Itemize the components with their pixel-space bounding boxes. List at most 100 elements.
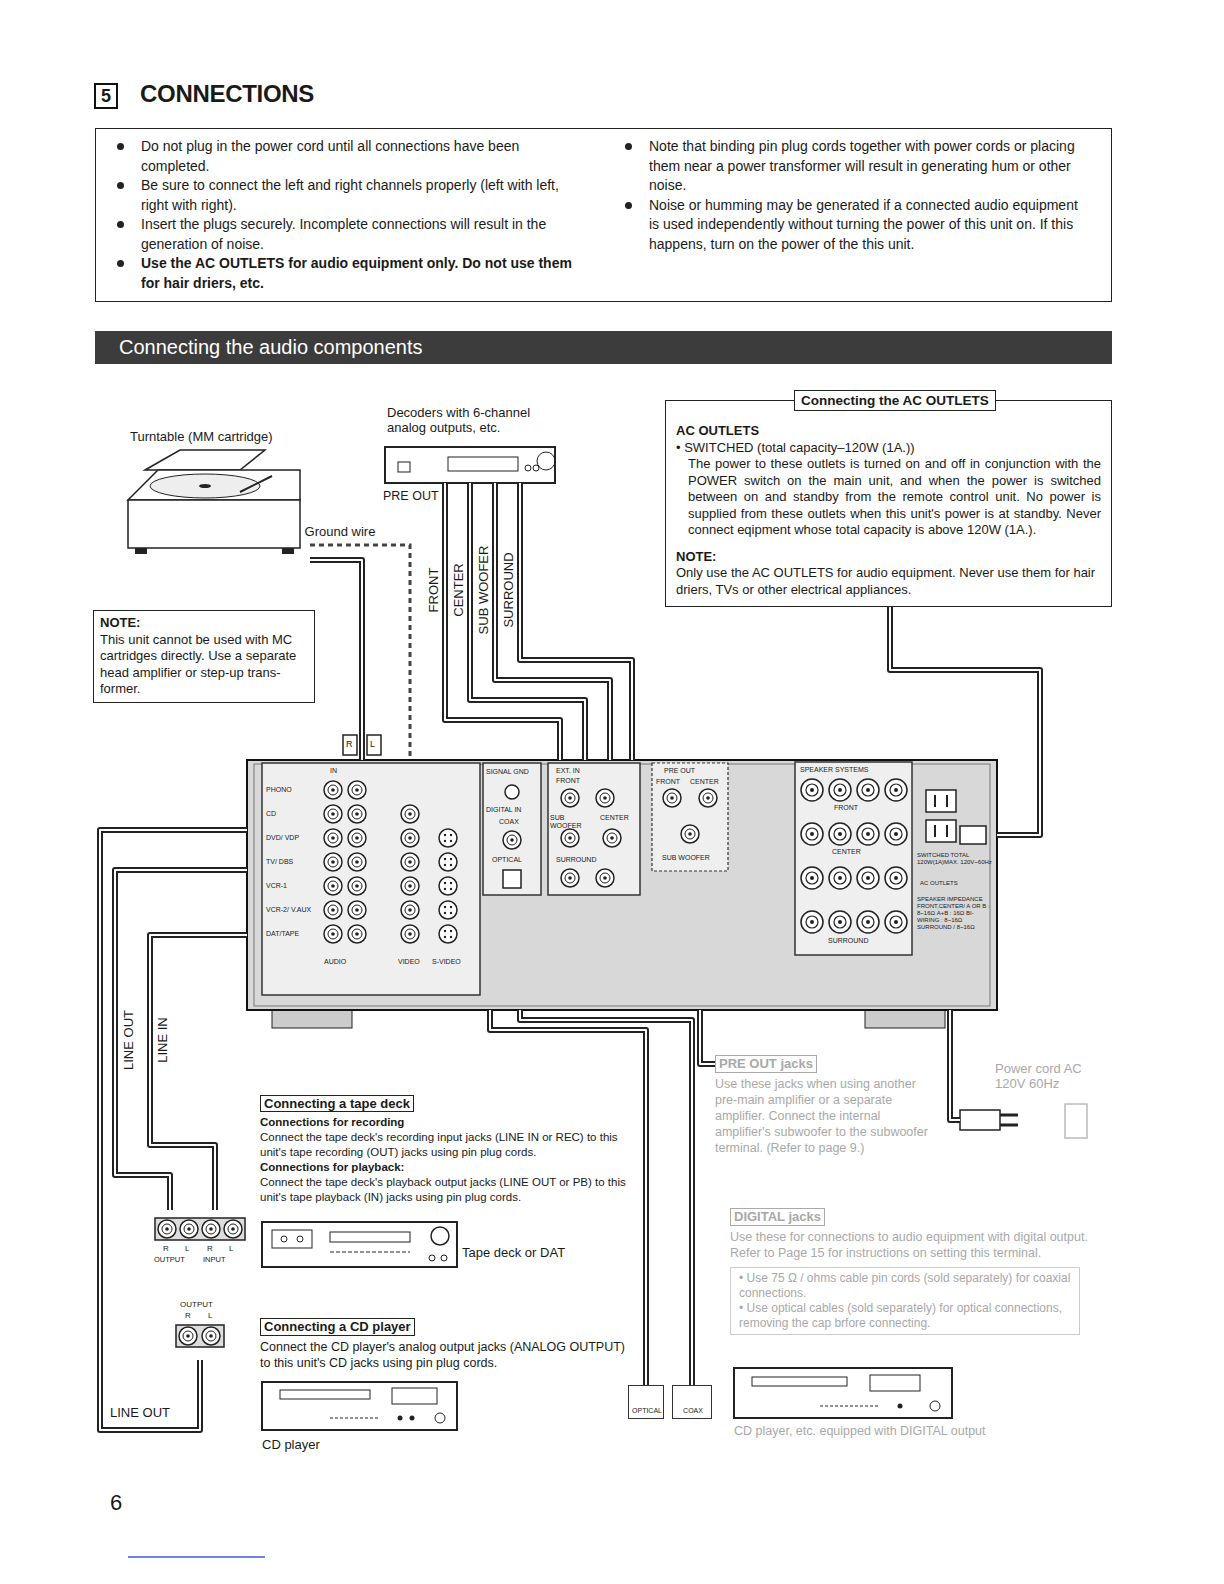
node-text: VCR-2/ V.AUX: [266, 906, 311, 914]
node-text: CD: [266, 810, 276, 818]
cable-label: LINE OUT: [107, 1406, 173, 1420]
node-text: PRE OUT: [664, 767, 695, 775]
node-text: OPTICAL: [630, 1407, 664, 1415]
node-text: SUB WOOFER: [550, 814, 596, 830]
node-text: VCR-1: [266, 882, 287, 890]
node-text: Connect the tape deck's recording input …: [260, 1130, 635, 1160]
notes-box: Do not plug in the power cord until all …: [95, 128, 1112, 302]
node-text: Connect the tape deck's playback output …: [260, 1175, 635, 1205]
node-text: Note that binding pin plug cords togethe…: [649, 137, 1091, 196]
node-text: DAT/TAPE: [266, 930, 299, 938]
node-text: Use these jacks when using another pre-m…: [715, 1076, 930, 1156]
plug-label: 6: [110, 1492, 122, 1514]
node-text: COAX: [674, 1407, 712, 1415]
node-text: The power to these outlets is turned on …: [676, 456, 1101, 539]
cable: [495, 483, 610, 760]
node-text: Connecting the AC OUTLETS: [794, 390, 996, 411]
power-cord-plug: Power cord AC 120V 60Hz: [960, 1100, 1090, 1140]
cable-label: Ground wire: [302, 525, 379, 539]
node-text: AC OUTLETS: [920, 880, 990, 887]
tape-deck-illustration: [155, 1218, 457, 1267]
node-text: CD player, etc. equipped with DIGITAL ou…: [734, 1424, 1054, 1438]
node-text: Connect the CD player's analog output ja…: [260, 1339, 630, 1371]
node-text: COAX: [499, 818, 519, 826]
node-text: 5: [96, 85, 116, 107]
node-text: SWITCHED TOTAL 120W(1A)MAX. 120V~60Hz: [917, 852, 993, 866]
ac-outlets-box: Connecting the AC OUTLETSAC OUTLETS• SWI…: [665, 400, 1112, 607]
cable-label: SUB WOOFER: [477, 543, 491, 638]
node-text: R: [185, 1311, 191, 1320]
node-text: NOTE:: [100, 615, 308, 632]
node-text: L: [208, 1311, 212, 1320]
node-text: Use these for connections to audio equip…: [730, 1229, 1090, 1261]
cable: [115, 870, 247, 1210]
node-text: • SWITCHED (total capacity–120W (1A.)): [676, 440, 1101, 457]
node-text: OPTICAL: [492, 856, 522, 864]
decoder: Decoders with 6-channel analog outputs, …: [385, 447, 555, 483]
node-text: Decoders with 6-channel analog outputs, …: [387, 406, 559, 436]
node-text: SPEAKER IMPEDANCE FRONT,CENTER/ A OR B :…: [917, 896, 993, 930]
node-text: Do not plug in the power cord until all …: [141, 137, 581, 176]
node-text: SURROUND: [828, 937, 868, 945]
coax-jack: COAX: [672, 1385, 712, 1419]
node-text: Insert the plugs securely. Incomplete co…: [141, 215, 581, 254]
node-text: FRONT: [556, 777, 580, 785]
node-text: TV/ DBS: [266, 858, 293, 866]
node-text: DIGITAL jacks: [730, 1208, 825, 1226]
node-text: PRE OUT jacks: [715, 1055, 817, 1073]
node-text: Turntable (MM cartridge): [130, 430, 320, 445]
node-text: R: [207, 1244, 213, 1253]
receiver-rear-panel: INPHONOCDDVD/ VDPTV/ DBSVCR-1VCR-2/ V.AU…: [247, 760, 997, 1010]
node-text: L: [185, 1244, 189, 1253]
node-text: DVD/ VDP: [266, 834, 299, 842]
text-column: Do not plug in the power cord until all …: [96, 137, 596, 293]
node-text: Connecting a CD player: [260, 1318, 415, 1336]
node-text: DIGITAL IN: [486, 806, 542, 814]
text-column: Note that binding pin plug cords togethe…: [596, 137, 1096, 293]
node-text: OUTPUT: [154, 1256, 185, 1265]
underline: [128, 1556, 265, 1558]
node-text: VIDEO: [398, 958, 420, 966]
node-text: PRE OUT: [383, 489, 439, 503]
node-text: Connecting a tape deck: [260, 1095, 414, 1112]
cable: [445, 483, 560, 760]
plug-label: L: [370, 740, 375, 749]
node-text: Connections for playback:: [260, 1160, 635, 1175]
cable: [470, 483, 585, 760]
node-text: Use the AC OUTLETS for audio equipment o…: [141, 254, 581, 293]
cable: [520, 483, 632, 760]
node-text: CENTER: [690, 778, 719, 786]
node-text: CENTER: [600, 814, 629, 822]
node-text: Be sure to connect the left and right ch…: [141, 176, 581, 215]
power-plug-illustration: [960, 1104, 1087, 1138]
node-text: FRONT: [834, 804, 858, 812]
node-text: AUDIO: [324, 958, 346, 966]
receiver-illustration: [247, 760, 997, 1028]
section-number: 5: [94, 83, 118, 109]
cable: [100, 830, 247, 1430]
node-text: S-VIDEO: [432, 958, 461, 966]
node-text: SURROUND: [556, 856, 596, 864]
node-text: IN: [330, 767, 337, 775]
node-text: OUTPUT: [180, 1300, 213, 1309]
node-text: FRONT: [656, 778, 680, 786]
digital-cd-player: CD player, etc. equipped with DIGITAL ou…: [734, 1368, 952, 1418]
node-text: SUB WOOFER: [662, 854, 712, 862]
cd-player: CD player: [262, 1382, 457, 1430]
node-text: • Use 75 Ω / ohms cable pin cords (sold …: [739, 1271, 1071, 1301]
node-text: INPUT: [203, 1256, 226, 1265]
node-text: CENTER: [832, 848, 861, 856]
node-text: NOTE:: [676, 549, 1101, 566]
node-text: Only use the AC OUTLETS for audio equipm…: [676, 565, 1101, 598]
node-text: R: [163, 1244, 169, 1253]
node-text: Noise or humming may be generated if a c…: [649, 196, 1091, 255]
node-text: Connections for recording: [260, 1115, 635, 1130]
node-text: EXT. IN: [556, 767, 580, 775]
cable: [150, 935, 247, 1210]
node-text: This unit cannot be used with MC cartrid…: [100, 632, 308, 698]
cable: [310, 560, 362, 760]
tape-deck: Tape deck or DAT: [262, 1222, 457, 1267]
node-text: AC OUTLETS: [676, 423, 1101, 440]
digital-notes: • Use 75 Ω / ohms cable pin cords (sold …: [730, 1267, 1080, 1335]
